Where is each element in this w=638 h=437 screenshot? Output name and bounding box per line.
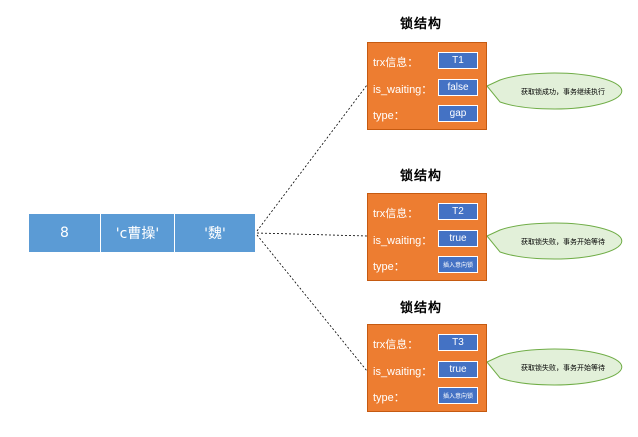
lock-structure-3: trx信息： T3 is_waiting： true type： 插入意向锁 bbox=[367, 324, 487, 412]
speech-bubble-3: 获取锁失败，事务开始等待 bbox=[486, 348, 623, 386]
type-label: type： bbox=[373, 261, 405, 273]
type-label: type： bbox=[373, 392, 405, 404]
speech-bubble-1: 获取锁成功，事务继续执行 bbox=[486, 72, 623, 110]
record-cell-name: 'c曹操' bbox=[101, 214, 175, 252]
record-cell-id: 8 bbox=[29, 214, 101, 252]
trx-label: trx信息： bbox=[373, 57, 419, 69]
record-cell-country: '魏' bbox=[204, 226, 226, 242]
waiting-value: true bbox=[438, 361, 478, 378]
type-value: gap bbox=[438, 105, 478, 122]
type-value: 插入意向锁 bbox=[438, 387, 478, 404]
connector-line-3 bbox=[256, 234, 368, 372]
record-row: 8 'c曹操' '魏' bbox=[29, 214, 255, 252]
trx-label: trx信息： bbox=[373, 208, 419, 220]
lock-title-2: 锁结构 bbox=[400, 169, 443, 184]
type-label: type： bbox=[373, 110, 405, 122]
connector-line-1 bbox=[256, 84, 368, 232]
waiting-label: is_waiting： bbox=[373, 235, 433, 247]
trx-value: T1 bbox=[438, 52, 478, 69]
lock-title-1: 锁结构 bbox=[400, 17, 443, 32]
trx-value: T2 bbox=[438, 203, 478, 220]
waiting-label: is_waiting： bbox=[373, 366, 433, 378]
lock-structure-1: trx信息： T1 is_waiting： false type： gap bbox=[367, 42, 487, 130]
waiting-label: is_waiting： bbox=[373, 84, 433, 96]
bubble-text-2: 获取锁失败，事务开始等待 bbox=[521, 237, 605, 246]
type-value: 插入意向锁 bbox=[438, 256, 478, 273]
lock-structure-2: trx信息： T2 is_waiting： true type： 插入意向锁 bbox=[367, 193, 487, 281]
trx-value: T3 bbox=[438, 334, 478, 351]
waiting-value: true bbox=[438, 230, 478, 247]
lock-title-3: 锁结构 bbox=[400, 301, 443, 316]
waiting-value: false bbox=[438, 79, 478, 96]
trx-label: trx信息： bbox=[373, 339, 419, 351]
bubble-text-3: 获取锁失败，事务开始等待 bbox=[521, 363, 605, 372]
speech-bubble-2: 获取锁失败，事务开始等待 bbox=[486, 222, 623, 260]
bubble-text-1: 获取锁成功，事务继续执行 bbox=[521, 87, 605, 96]
connector-line-2 bbox=[256, 232, 368, 237]
